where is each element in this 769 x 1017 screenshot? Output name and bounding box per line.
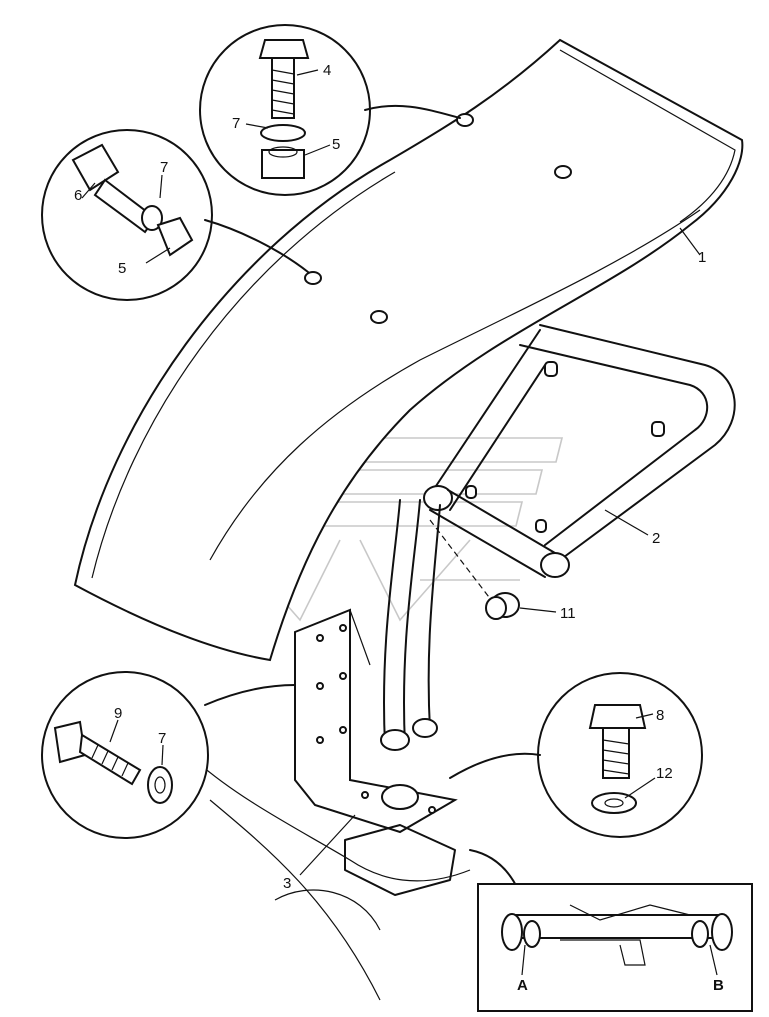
fender [73,38,744,662]
callout-6: 6 [74,187,82,204]
callout-5-top: 5 [332,136,340,153]
leader-lines [81,69,701,876]
plug [429,519,520,620]
callout-labels: 1 2 3 4 5 7 6 7 5 9 7 8 12 11 [74,62,706,892]
callout-12: 12 [656,765,673,782]
detail-circle-left [41,129,309,301]
callout-7-lower-left: 7 [158,730,166,747]
detail-circle-lower-right [449,672,703,838]
fender-bracket-tube [380,324,736,751]
detail-circle-lower-left [41,671,296,839]
callout-2: 2 [652,530,660,547]
inset-label-b: B [713,977,724,994]
mounting-plate [294,608,458,834]
location-inset: A B [477,883,753,1012]
callout-4: 4 [323,62,331,79]
callout-7-top: 7 [232,115,240,132]
inset-label-a: A [517,977,528,994]
callout-5-left: 5 [118,260,126,277]
callout-7-left: 7 [160,159,168,176]
detail-circle-top [199,24,461,196]
callout-1: 1 [698,249,706,266]
callout-11: 11 [560,605,576,622]
callout-9: 9 [114,705,122,722]
callout-3: 3 [283,875,291,892]
callout-8: 8 [656,707,664,724]
